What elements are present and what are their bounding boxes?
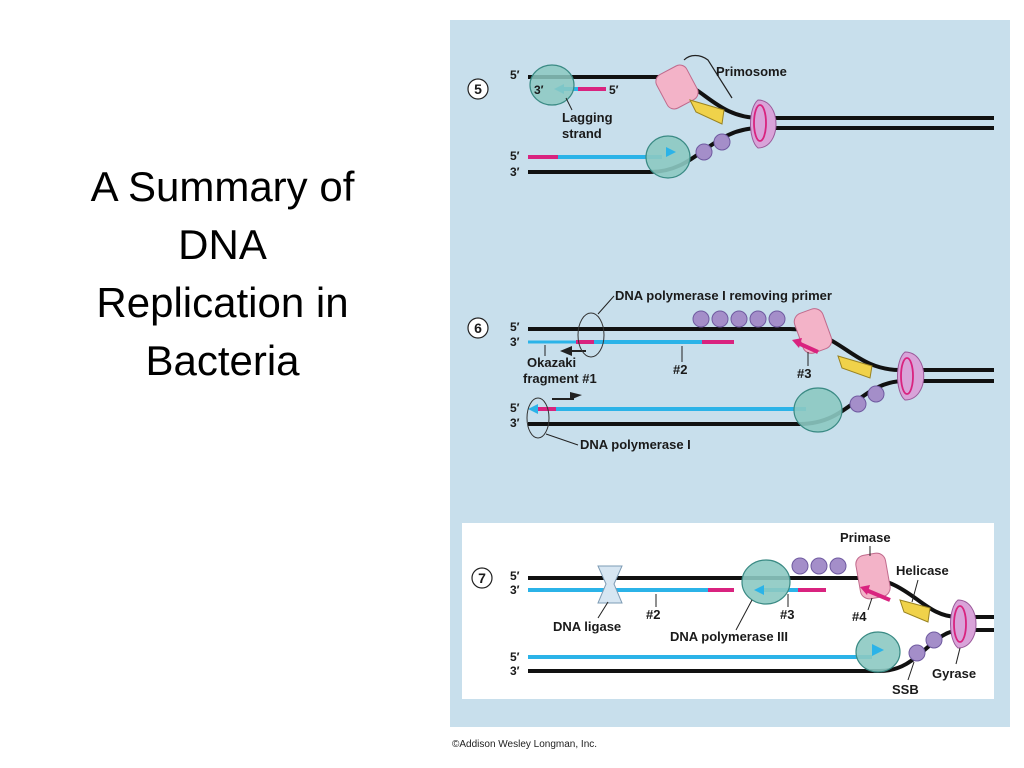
step-6-pol1-outline-top xyxy=(577,312,605,358)
step-6-ssb-3 xyxy=(730,310,748,328)
step-7-new-primer-arrow xyxy=(860,585,870,595)
step-6-fragment-3-label: #3 xyxy=(797,366,811,381)
step-7-ssb-1 xyxy=(791,557,809,575)
step-6-number: 6 xyxy=(474,320,482,336)
copyright-credit: ©Addison Wesley Longman, Inc. xyxy=(452,739,598,750)
step-6-leading-start-arrow xyxy=(528,404,538,414)
step-5-bottom-3-end: 3′ xyxy=(510,165,520,179)
step-6-bottom-5-end: 5′ xyxy=(510,401,520,415)
step-7-ligase-label: DNA ligase xyxy=(553,619,621,634)
step-6-ssb-7 xyxy=(867,385,885,403)
step-5-primase xyxy=(655,64,699,110)
step-5-helicase xyxy=(689,99,725,125)
step-5-ssb-2 xyxy=(713,133,731,151)
step-6-pol1-removing-label: DNA polymerase I removing primer xyxy=(615,288,832,303)
step-7-lagging-arrow xyxy=(754,585,764,595)
step-6-bottom-3-end: 3′ xyxy=(510,416,520,430)
step-7-top-5-end: 5′ xyxy=(510,569,520,583)
step-7-helicase-label: Helicase xyxy=(896,563,949,578)
step-7-new-primer xyxy=(865,588,891,602)
step-5-top-5-end: 5′ xyxy=(510,68,520,82)
step-7-number: 7 xyxy=(478,570,486,586)
title-line-2: DNA xyxy=(178,221,267,268)
step-5-primosome-label: Primosome xyxy=(716,64,787,79)
step-5-primosome-brace xyxy=(683,54,733,99)
step-6-ssb-5 xyxy=(768,310,786,328)
step-7-fragment-4-label: #4 xyxy=(852,609,867,624)
step-6-ssb-4 xyxy=(749,310,767,328)
step-6-pol1-outline-bottom xyxy=(526,397,550,439)
step-7-pol3-label: DNA polymerase III xyxy=(670,629,788,644)
step-7-ssb-5 xyxy=(925,631,943,649)
title-line-1: A Summary of xyxy=(90,163,355,210)
step-7-leading-arrow xyxy=(872,644,884,656)
step-6-gyrase xyxy=(897,351,925,401)
step-5: 5 5′ 3′ 5′ 5′ 3′ Primosome Lagging xyxy=(467,54,994,179)
step-5-leading-arrow xyxy=(666,147,676,157)
step-5-number: 5 xyxy=(474,81,482,97)
step-7-fragment-2-label: #2 xyxy=(646,607,660,622)
step-6-new-primer xyxy=(797,341,819,354)
step-7-ssb-4 xyxy=(908,644,926,662)
step-7-gyrase-pointer xyxy=(955,647,961,665)
step-5-lagging-pointer xyxy=(565,97,573,111)
step-5-lagging-label-2: strand xyxy=(562,126,602,141)
step-6-ssb-1 xyxy=(692,310,710,328)
step-6-helicase xyxy=(837,355,873,379)
step-6-new-primer-arrow xyxy=(792,338,802,348)
step-5-bottom-5-end: 5′ xyxy=(510,149,520,163)
step-6-primase xyxy=(793,308,833,354)
step-6-ssb-2 xyxy=(711,310,729,328)
step-6-pol1-arrow xyxy=(560,346,572,356)
step-5-gyrase xyxy=(750,99,777,149)
step-7-bottom-3-end: 3′ xyxy=(510,664,520,678)
step-7: 7 5′ 3′ 5′ xyxy=(471,530,994,697)
step-7-lagging-polymerase xyxy=(741,559,791,605)
step-7-helicase xyxy=(899,599,931,623)
step-7-gyrase-ring xyxy=(953,605,967,643)
step-5-primer-5-end: 5′ xyxy=(609,83,619,97)
step-7-fragment-4-pointer xyxy=(867,597,873,611)
step-6-pol1-removing-pointer xyxy=(597,295,615,315)
step-5-leading-polymerase xyxy=(645,135,691,179)
step-7-ligase-pointer xyxy=(597,601,609,619)
step-6-top-3-end: 3′ xyxy=(510,335,520,349)
step-7-ssb-2 xyxy=(810,557,828,575)
step-5-ssb-1 xyxy=(695,143,713,161)
step-6-pol1-pointer xyxy=(545,433,579,446)
step-6-okazaki-label-1: Okazaki xyxy=(527,355,576,370)
step-7-gyrase xyxy=(950,599,977,649)
step-6-number-circle xyxy=(467,317,489,339)
step-7-ssb-label: SSB xyxy=(892,682,919,697)
step-6-leading-polymerase xyxy=(793,387,843,433)
step-5-gyrase-ring xyxy=(753,104,767,142)
step-6-gyrase-ring xyxy=(900,357,914,395)
step-6-ssb-6 xyxy=(849,395,867,413)
step-7-fragment-3-label: #3 xyxy=(780,607,794,622)
step-7-ssb-pointer xyxy=(907,661,915,681)
step-7-pol3-pointer xyxy=(735,599,753,631)
step-5-lagging-label-1: Lagging xyxy=(562,110,613,125)
step-6-top-5-end: 5′ xyxy=(510,320,520,334)
step-6-okazaki-label-2: fragment #1 xyxy=(523,371,597,386)
step-7-dna-ligase xyxy=(597,565,623,604)
title-line-4: Bacteria xyxy=(145,337,300,384)
title-line-3: Replication in xyxy=(96,279,349,326)
step-7-number-circle xyxy=(471,567,493,589)
step-6: 6 5′ 3′ xyxy=(467,288,994,452)
step-6-fragment-2-label: #2 xyxy=(673,362,687,377)
step-5-top-3-end: 3′ xyxy=(534,83,544,97)
slide-title: A Summary of DNA Replication in Bacteria xyxy=(30,158,415,390)
step-7-bottom-5-end: 5′ xyxy=(510,650,520,664)
step-7-top-3-end: 3′ xyxy=(510,583,520,597)
step-5-number-circle xyxy=(467,78,489,100)
step-7-gyrase-label: Gyrase xyxy=(932,666,976,681)
step-5-lagging-polymerase xyxy=(529,64,575,106)
step-7-helicase-pointer xyxy=(911,579,919,603)
step-7-ssb-3 xyxy=(829,557,847,575)
step-6-pol1-label: DNA polymerase I xyxy=(580,437,691,452)
step-7-primase-label: Primase xyxy=(840,530,891,545)
